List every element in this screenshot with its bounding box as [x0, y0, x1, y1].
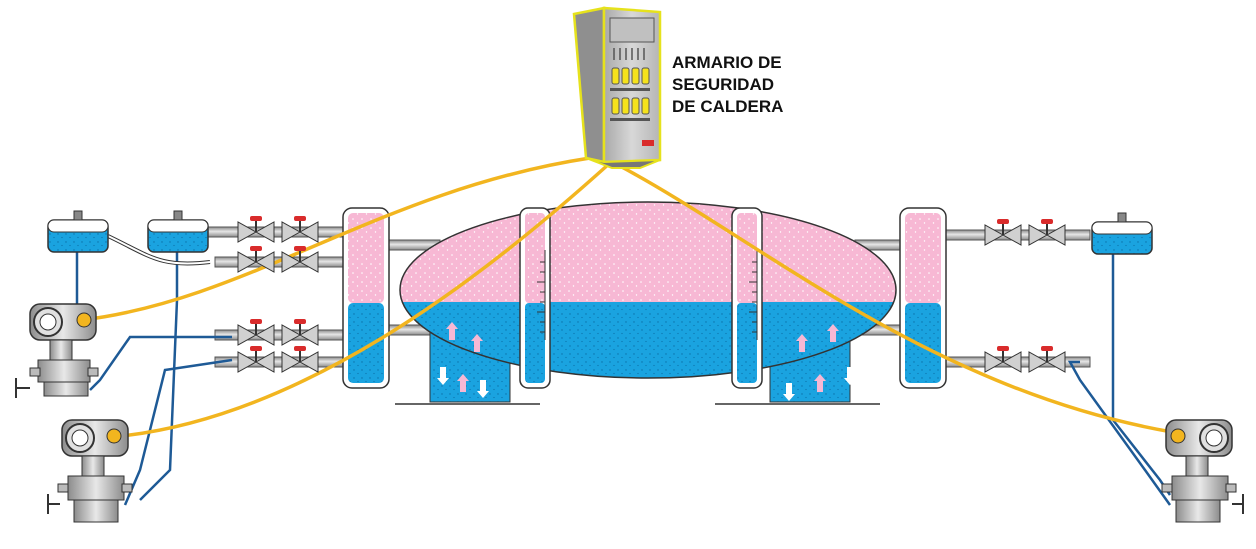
signal-cables	[81, 156, 1173, 439]
cabinet-label-line-2: SEGURIDAD	[672, 75, 775, 94]
cabinet-label-line-3: DE CALDERA	[672, 97, 784, 116]
valve-left-1	[237, 216, 319, 243]
condensate-pot-right	[1091, 212, 1153, 255]
cabinet-label: ARMARIO DE SEGURIDAD DE CALDERA	[672, 52, 783, 118]
valve-right-2	[984, 346, 1066, 373]
valve-right-1	[984, 219, 1066, 246]
drum-steam-zone	[400, 202, 896, 302]
level-gauge-center-right	[731, 207, 763, 389]
level-gauge-center-left	[519, 207, 551, 389]
safety-cabinet-icon	[572, 6, 662, 169]
level-gauge-far-right	[899, 207, 947, 389]
valve-left-3	[237, 319, 319, 346]
condensate-pots	[47, 210, 1153, 255]
pressure-transmitter-left-2	[47, 419, 133, 523]
isolation-valves	[237, 216, 1066, 373]
valve-left-2	[237, 246, 319, 273]
pressure-transmitter-left-1	[15, 303, 99, 398]
level-gauge-far-left	[342, 207, 390, 389]
cabinet-label-line-1: ARMARIO DE	[672, 53, 782, 72]
pressure-transmitter-right	[1161, 419, 1244, 523]
condensate-pot-left-2	[147, 210, 209, 253]
valve-left-4	[237, 346, 319, 373]
condensate-pot-left-1	[47, 210, 109, 253]
